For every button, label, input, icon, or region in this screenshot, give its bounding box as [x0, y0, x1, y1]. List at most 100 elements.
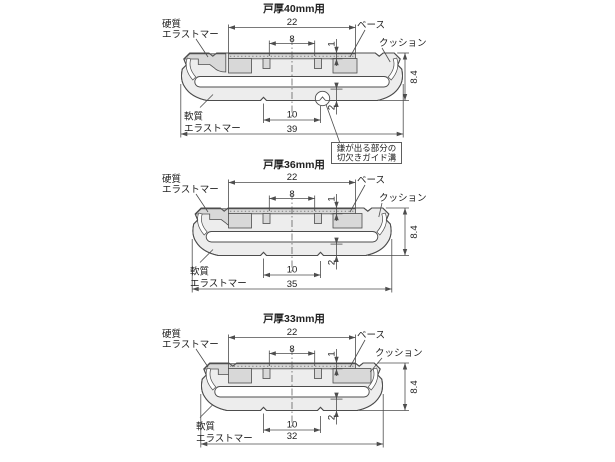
dim-arrow — [334, 356, 339, 364]
profile-outline-stroke — [180, 52, 404, 101]
dim-bottom-width: 10 — [287, 110, 298, 121]
dim-arrow — [402, 404, 408, 411]
dim-arrow — [269, 41, 276, 46]
dim-bottom-width: 10 — [287, 420, 298, 431]
diagram-door-33mm: 戸厚33mm用 硬質 エラストマー ベース クッション 軟質 エラストマー 22… — [162, 313, 423, 448]
dim-arrow — [402, 53, 408, 60]
dim-arrow — [269, 351, 276, 356]
soft-elastomer-label-line2: エラストマー — [190, 279, 247, 290]
hard-block-left — [228, 58, 252, 74]
dim-arrow — [334, 410, 339, 417]
dim-groove-depth: 2 — [327, 415, 338, 420]
hard-elastomer-label-line2: エラストマー — [162, 30, 219, 41]
dim-total-width: 35 — [287, 279, 298, 290]
dim-top-width: 22 — [287, 17, 298, 28]
dim-height: 8.4 — [409, 380, 420, 393]
soft-elastomer-label-line1: 軟質 — [196, 421, 215, 433]
leader-cushion — [378, 202, 383, 218]
dim-arrow — [180, 131, 188, 137]
hard-elastomer-cap — [183, 53, 227, 73]
leader-soft-elastomer — [199, 404, 214, 418]
hard-block-right — [332, 213, 363, 229]
base-label: ベース — [357, 175, 385, 186]
hard-block-left — [228, 213, 252, 229]
profile-graphics — [191, 179, 409, 293]
dim-arrow — [376, 441, 384, 447]
dim-base-thickness: 1 — [327, 351, 338, 356]
callout-text-line2: 切欠きガイド溝 — [337, 153, 397, 163]
hard-elastomer-label-line1: 硬質 — [162, 328, 181, 340]
leader-base — [349, 339, 366, 368]
diagram-door-36mm: 戸厚36mm用 硬質 エラストマー ベース クッション 軟質 エラストマー 22… — [162, 159, 427, 293]
base-label: ベース — [357, 20, 385, 31]
callout-text-line1: 鎌が出る部分の — [337, 143, 397, 153]
dim-groove-depth: 2 — [327, 105, 338, 110]
diagram-title: 戸厚36mm用 — [262, 159, 325, 171]
dim-inner-width: 8 — [289, 34, 294, 45]
dim-arrow — [334, 58, 339, 66]
dim-arrow — [263, 427, 270, 433]
profile-graphics — [195, 334, 409, 448]
soft-elastomer-label-line2: エラストマー — [184, 124, 241, 135]
diagram-title: 戸厚40mm用 — [262, 3, 325, 15]
cushion-label: クッション — [375, 348, 423, 359]
hard-elastomer-label-line2: エラストマー — [162, 340, 219, 351]
diagram-title: 戸厚33mm用 — [262, 313, 325, 325]
leader-soft-elastomer — [199, 249, 214, 263]
dim-arrow — [334, 46, 339, 54]
hard-tab-right — [314, 58, 322, 69]
dim-arrow — [349, 25, 356, 30]
hard-elastomer-label-line1: 硬質 — [162, 18, 181, 30]
profile-outline-stroke — [192, 207, 392, 256]
hard-block-left — [228, 368, 252, 384]
hard-tab-right — [314, 213, 322, 224]
dim-arrow — [314, 272, 321, 278]
hard-tab-left — [262, 368, 271, 379]
dim-groove-depth: 2 — [327, 260, 338, 265]
dim-arrow — [349, 180, 356, 185]
dim-arrow — [402, 363, 408, 370]
leader-cushion — [369, 357, 383, 373]
cushion-label: クッション — [379, 38, 427, 49]
dim-height: 8.4 — [409, 225, 420, 238]
dim-height: 8.4 — [409, 70, 420, 83]
dim-arrow — [263, 272, 270, 278]
dim-base-thickness: 1 — [327, 41, 338, 46]
dim-arrow — [402, 208, 408, 215]
detail-circle — [314, 90, 331, 107]
hard-elastomer-label-line2: エラストマー — [162, 185, 219, 196]
dim-total-width: 32 — [287, 431, 298, 442]
dim-arrow — [308, 196, 315, 201]
callout-box — [331, 142, 402, 164]
hard-elastomer-label-line1: 硬質 — [162, 173, 181, 185]
dim-top-width: 22 — [287, 327, 298, 338]
dim-arrow — [228, 180, 235, 185]
dim-arrow — [334, 237, 339, 245]
hard-block-right — [332, 58, 358, 74]
leader-hard-elastomer — [195, 193, 209, 213]
leader-callout — [325, 104, 342, 147]
leader-cushion — [381, 47, 391, 63]
hard-tab-left — [262, 58, 271, 69]
base-label: ベース — [357, 330, 385, 341]
dim-arrow — [192, 286, 199, 292]
dim-arrow — [334, 392, 339, 400]
leader-base — [349, 29, 366, 58]
soft-elastomer-label-line1: 軟質 — [190, 266, 209, 278]
dim-total-width: 39 — [287, 124, 298, 135]
dim-arrow — [334, 255, 339, 262]
dim-arrow — [314, 117, 321, 123]
dim-arrow — [402, 249, 408, 256]
dim-arrow — [308, 41, 315, 46]
diagram-door-40mm: 戸厚40mm用 硬質 エラストマー ベース クッション 軟質 エラストマー 22… — [162, 3, 427, 164]
dim-arrow — [228, 335, 235, 340]
hard-block-right — [332, 368, 372, 384]
dim-inner-width: 8 — [289, 344, 294, 355]
dim-arrow — [308, 351, 315, 356]
hard-tab-right — [314, 368, 322, 379]
dim-bottom-width: 10 — [287, 265, 298, 276]
soft-elastomer-label-line2: エラストマー — [196, 434, 253, 445]
soft-elastomer-label-line1: 軟質 — [184, 111, 203, 123]
